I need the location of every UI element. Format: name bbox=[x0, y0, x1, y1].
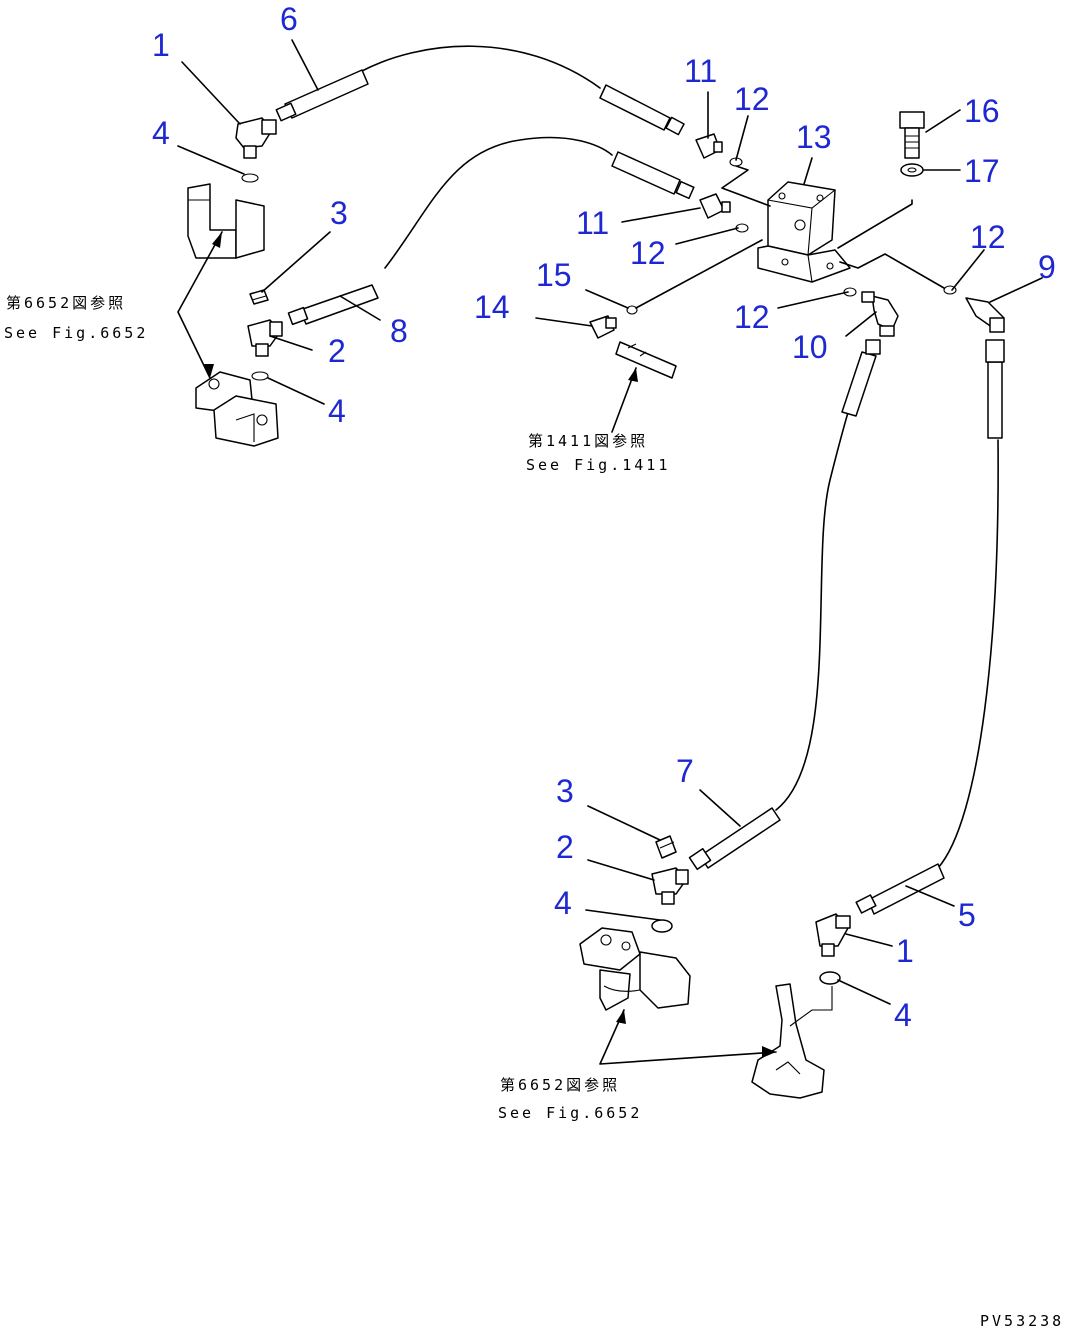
hose-8 bbox=[287, 136, 695, 326]
callout-10: 10 bbox=[792, 329, 828, 365]
washer-17 bbox=[900, 163, 924, 177]
ref-6652-jp-bottom: 第6652図参照 bbox=[500, 1076, 620, 1094]
bolt-16 bbox=[899, 111, 925, 159]
connector-11 bbox=[695, 133, 731, 219]
callout-11-mid: 11 bbox=[576, 205, 609, 241]
elbow-2-top bbox=[247, 319, 283, 357]
cylinder-top-left bbox=[187, 183, 265, 259]
callout-16: 16 bbox=[964, 93, 1000, 129]
hose-5 bbox=[855, 339, 1005, 915]
hose-7 bbox=[688, 339, 881, 871]
callout-2-bottom: 2 bbox=[556, 829, 574, 865]
callout-3-bottom: 3 bbox=[556, 773, 574, 809]
callout-4-bottom: 4 bbox=[554, 885, 572, 921]
elbow-1-bottom bbox=[815, 913, 851, 957]
bolt-leader bbox=[837, 199, 913, 249]
callout-1-bottom: 1 bbox=[896, 933, 914, 969]
fitting-14 bbox=[589, 315, 617, 339]
elbow-10 bbox=[861, 291, 899, 337]
plug-3-top bbox=[249, 289, 269, 305]
callout-8: 8 bbox=[390, 313, 408, 349]
cylinder-bottom-right bbox=[751, 983, 833, 1099]
drawing-code: PV53238 bbox=[980, 1312, 1064, 1330]
hose-6 bbox=[275, 45, 685, 136]
valve-block-13 bbox=[757, 181, 851, 283]
callout-13: 13 bbox=[796, 119, 832, 155]
ref-arrows bbox=[177, 231, 777, 1065]
leader-15 bbox=[635, 239, 763, 309]
ref-1411-en: See Fig.1411 bbox=[526, 456, 670, 474]
callout-leaders bbox=[177, 39, 1043, 1005]
callout-9: 9 bbox=[1038, 249, 1056, 285]
callout-4-mid: 4 bbox=[328, 393, 346, 429]
pipe-1411 bbox=[615, 341, 677, 379]
callout-7: 7 bbox=[676, 753, 694, 789]
callout-12-mid: 12 bbox=[630, 235, 666, 271]
callout-12-low: 12 bbox=[734, 299, 770, 335]
ref-6652-en-left: See Fig.6652 bbox=[4, 324, 148, 342]
callout-12-top: 12 bbox=[734, 81, 770, 117]
callout-1-top: 1 bbox=[152, 27, 170, 63]
elbow-2-bottom bbox=[651, 867, 689, 905]
callout-5: 5 bbox=[958, 897, 976, 933]
callout-4-bottom-right: 4 bbox=[894, 997, 912, 1033]
cylinder-mid-left bbox=[195, 371, 279, 447]
ref-6652-en-bottom: See Fig.6652 bbox=[498, 1104, 642, 1122]
callout-3-top: 3 bbox=[330, 195, 348, 231]
callout-17: 17 bbox=[964, 153, 1000, 189]
callout-11-top: 11 bbox=[684, 53, 717, 89]
callout-12-right: 12 bbox=[970, 219, 1006, 255]
callout-14: 14 bbox=[474, 289, 510, 325]
plug-3-bottom bbox=[655, 835, 677, 859]
callout-4-top: 4 bbox=[152, 115, 170, 151]
elbow-1-top bbox=[235, 117, 277, 159]
elbow-9 bbox=[965, 297, 1005, 333]
oring-15 bbox=[626, 305, 638, 315]
callout-2-top: 2 bbox=[328, 333, 346, 369]
cylinder-bottom-mid bbox=[579, 927, 691, 1011]
oring-4 bbox=[241, 173, 841, 985]
leader-12a bbox=[721, 165, 771, 207]
leader-12c bbox=[839, 253, 945, 289]
ref-1411-jp: 第1411図参照 bbox=[528, 432, 648, 450]
callout-15: 15 bbox=[536, 257, 572, 293]
callout-6: 6 bbox=[280, 1, 298, 37]
ref-6652-jp-left: 第6652図参照 bbox=[6, 294, 126, 312]
